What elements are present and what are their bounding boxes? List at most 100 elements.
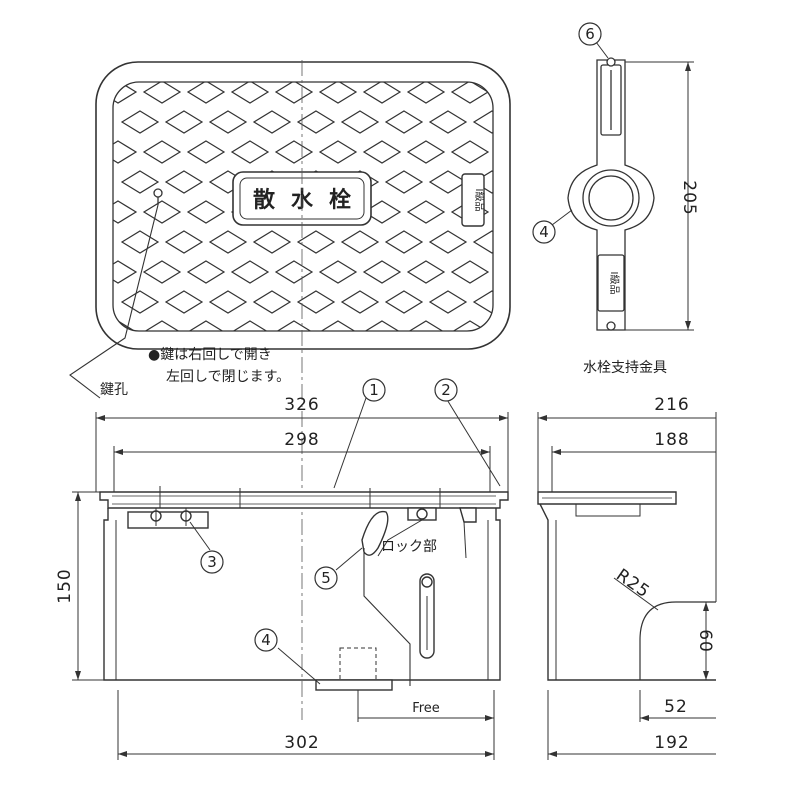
lid-diamond — [496, 81, 532, 103]
lid-diamond — [164, 230, 204, 254]
dim-302: 302 — [284, 733, 319, 753]
lid-diamond — [386, 351, 422, 373]
side-section-view — [537, 412, 717, 760]
lid-diamond — [142, 200, 182, 224]
lid-diamond — [230, 320, 270, 331]
lid-diamond — [164, 290, 204, 314]
lid-diamond — [296, 230, 336, 254]
lid-diamond — [362, 260, 402, 284]
lid-diamond — [274, 82, 314, 104]
dim-60: 60 — [695, 629, 715, 653]
faucet-pipe — [363, 548, 411, 686]
hook-part — [361, 510, 389, 556]
callout-3-text: 3 — [207, 553, 217, 571]
key-hole-label: 鍵孔 — [100, 382, 128, 398]
callout-5-text: 5 — [321, 569, 331, 587]
lock-plate-left — [127, 511, 209, 529]
bracket-ring-outer — [582, 169, 640, 227]
lid-diamond — [120, 110, 160, 134]
dim-216: 216 — [654, 395, 689, 415]
lid-quality-badge — [461, 173, 485, 227]
lid-diamond — [428, 170, 468, 194]
callout-2 — [434, 378, 458, 402]
lid-diamond — [318, 320, 358, 331]
lid-diamond — [142, 320, 182, 331]
lid-diamond — [496, 141, 532, 163]
dim-188: 188 — [654, 430, 689, 450]
lid-diamond — [428, 110, 468, 134]
front-box-outline — [103, 508, 501, 681]
dim-192: 192 — [654, 733, 689, 753]
callout-1-text: 1 — [369, 381, 379, 399]
lid-outer-frame — [95, 61, 511, 350]
lid-diamond — [406, 200, 446, 224]
lid-diamond — [318, 260, 358, 284]
dim-r25: R25 — [612, 565, 653, 602]
dim-150: 150 — [55, 568, 75, 603]
callout-6-text: 6 — [585, 25, 595, 43]
callout-5 — [314, 566, 338, 590]
lid-diamond — [120, 230, 160, 254]
callout-2-text: 2 — [441, 381, 451, 399]
lid-diamond — [164, 170, 204, 194]
lid-diamond — [230, 140, 270, 164]
lid-diamond — [142, 82, 182, 104]
lid-diamond — [296, 110, 336, 134]
lid-inner-frame — [112, 81, 494, 332]
callout-4-bottom — [254, 628, 278, 652]
bracket-ring-inner — [588, 175, 634, 221]
lid-diamond — [186, 200, 226, 224]
callout-4-bracket-text: 4 — [539, 223, 549, 241]
side-r25-curve — [639, 601, 716, 680]
lid-diamond — [472, 110, 493, 134]
lid-diamond — [340, 290, 380, 314]
lid-diamond — [252, 290, 292, 314]
lid-diamond — [384, 110, 424, 134]
lid-diamond — [406, 140, 446, 164]
lid-diamond — [186, 82, 226, 104]
lid-diamond — [318, 82, 358, 104]
diamond-grid-pattern — [113, 81, 554, 373]
lid-diamond — [298, 351, 334, 373]
lid-diamond — [274, 260, 314, 284]
lid-diamond — [274, 140, 314, 164]
lid-diamond — [428, 290, 468, 314]
bracket-badge-text: I級品 — [608, 272, 621, 295]
lid-diamond — [496, 261, 532, 283]
lid-diamond — [186, 260, 226, 284]
lid-diamond — [120, 290, 160, 314]
lid-diamond — [208, 230, 248, 254]
lid-diamond — [318, 140, 358, 164]
lid-text-1: 散 — [253, 188, 276, 213]
lid-diamond — [230, 82, 270, 104]
lid-top-view — [69, 61, 554, 399]
lid-diamond — [113, 140, 138, 164]
lid-diamond — [208, 290, 248, 314]
lid-diamond — [450, 82, 490, 104]
lid-diamond — [362, 140, 402, 164]
lid-diamond — [208, 110, 248, 134]
lid-diamond — [518, 351, 554, 373]
lid-diamond — [113, 82, 138, 104]
lid-diamond — [142, 260, 182, 284]
lid-diamond — [384, 170, 424, 194]
lid-diamond — [113, 200, 138, 224]
lid-diamond — [428, 230, 468, 254]
lid-diamond — [340, 110, 380, 134]
lid-diamond — [362, 82, 402, 104]
front-lid-rim — [99, 491, 509, 509]
lid-diamond — [474, 351, 510, 373]
lid-text-3: 栓 — [329, 188, 351, 213]
dim-298: 298 — [284, 430, 319, 450]
lid-diamond — [518, 291, 554, 313]
bottom-drain — [315, 679, 393, 691]
lid-diamond — [340, 230, 380, 254]
lid-diamond — [450, 140, 490, 164]
lid-diamond — [450, 260, 490, 284]
lid-diamond — [142, 140, 182, 164]
callout-4-bottom-text: 4 — [261, 631, 271, 649]
lid-text-2: 水 — [291, 188, 314, 213]
front-section-view — [72, 397, 509, 760]
callout-group — [200, 22, 602, 652]
lid-diamond — [113, 320, 138, 331]
